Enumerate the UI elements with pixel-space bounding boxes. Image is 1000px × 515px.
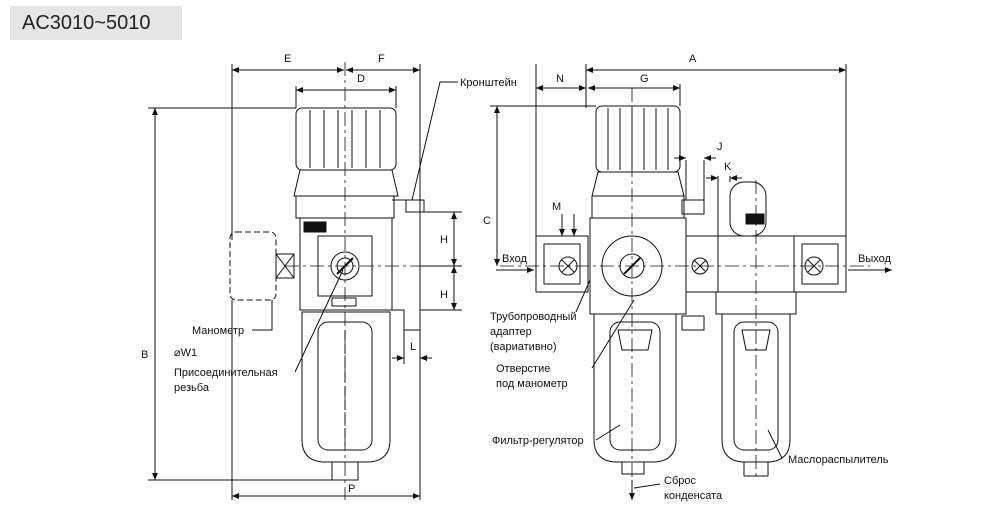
- dim-p: P: [348, 483, 355, 495]
- label-drain-line2: конденсата: [664, 490, 723, 502]
- dim-h-lower: H: [440, 289, 448, 301]
- dim-b: B: [141, 349, 148, 361]
- dimension-letters: E F D B H H L P A N G C J K M: [141, 53, 732, 495]
- label-thread-line1: Присоединительная: [174, 367, 278, 379]
- label-adapter-line3: (вариативно): [490, 341, 557, 353]
- label-filter-regulator: Фильтр-регулятор: [492, 435, 584, 447]
- side-view-dimensions: [148, 64, 462, 500]
- side-view: [229, 62, 425, 500]
- dim-f: F: [378, 53, 385, 65]
- label-adapter-line1: Трубопроводный: [490, 311, 576, 323]
- dim-d: D: [357, 73, 365, 85]
- dim-m: M: [552, 201, 561, 213]
- front-view: [496, 88, 892, 500]
- label-gauge-port-line1: Отверстие: [496, 363, 550, 375]
- dim-c: C: [483, 215, 491, 227]
- label-drain-line1: Сброс: [664, 475, 696, 487]
- dim-h-upper: H: [440, 234, 448, 246]
- dim-n: N: [556, 73, 564, 85]
- label-inlet: Вход: [502, 253, 527, 265]
- front-view-leaders: [575, 279, 783, 489]
- label-outlet: Выход: [858, 253, 891, 265]
- dim-g: G: [640, 73, 649, 85]
- callout-labels: Кронштейн Манометр ⌀W1 Присоединительная…: [174, 77, 891, 502]
- side-view-leaders: [252, 81, 458, 373]
- label-lubricator: Маслораспылитель: [788, 454, 889, 466]
- label-w1: ⌀W1: [174, 347, 197, 359]
- dim-a: A: [689, 53, 697, 65]
- label-thread-line2: резьба: [174, 382, 210, 394]
- dim-l: L: [410, 341, 416, 353]
- dim-e: E: [284, 53, 291, 65]
- label-bracket: Кронштейн: [460, 77, 517, 89]
- front-view-dimensions: [490, 64, 847, 266]
- model-title: AC3010~5010: [10, 6, 182, 40]
- label-gauge: Манометр: [192, 325, 244, 337]
- label-adapter-line2: адаптер: [490, 326, 532, 338]
- dim-j: J: [717, 141, 723, 153]
- label-gauge-port-line2: под манометр: [496, 378, 568, 390]
- dim-k: K: [724, 161, 732, 173]
